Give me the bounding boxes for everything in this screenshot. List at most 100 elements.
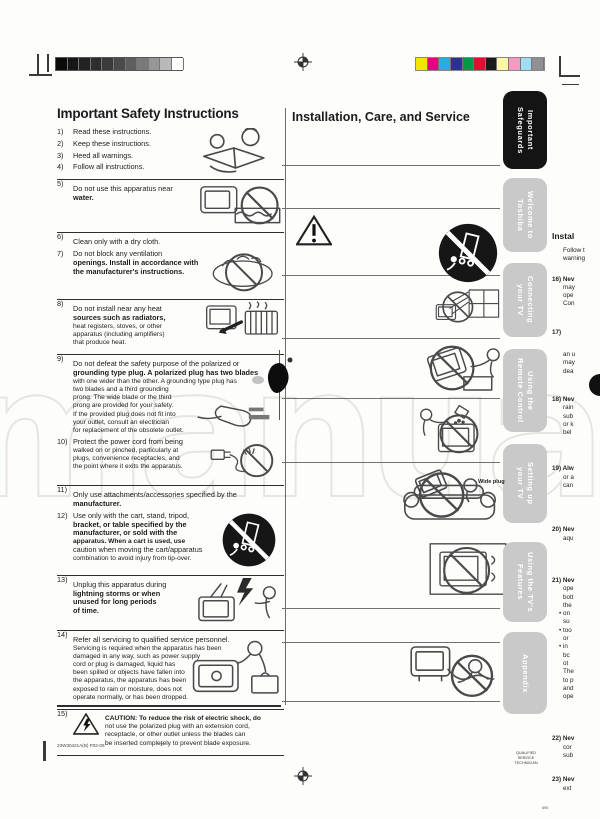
cart-tipover-prohibition-icon: [436, 222, 500, 284]
edge-line: or k: [563, 420, 574, 428]
instruction-line: that produce heat.: [73, 338, 127, 346]
item-number: 3): [57, 150, 64, 160]
edge-line: dea: [563, 367, 574, 375]
tab-setting-up-your-tv: Setting up your TV: [503, 444, 547, 523]
color-swatch: [450, 58, 463, 70]
edge-line: or a: [563, 473, 574, 481]
power-cord-hazard-icon: [408, 644, 504, 698]
instruction-text: Clean only with a dry cloth.: [73, 237, 284, 247]
instruction-line: of time.: [73, 606, 99, 616]
edge-line: the: [563, 601, 572, 609]
instruction-line: apparatus. When a cart is used, use: [73, 538, 186, 546]
instruction-line: Protect the power cord from being: [73, 437, 183, 447]
section-rule: [282, 165, 500, 166]
color-swatch: [485, 58, 498, 70]
caution-triangle-icon: [73, 712, 99, 736]
instruction-line: walked on or pinched, particularly at: [73, 447, 179, 454]
instruction-line: grounding type plug. A polarized plug ha…: [73, 367, 259, 377]
tab-label: Appendix: [521, 653, 530, 693]
edge-line: 20) Nev: [552, 526, 575, 534]
edge-line: • too: [559, 626, 572, 634]
wide-plug-label: Wide plug: [478, 479, 505, 485]
edge-line: or: [563, 635, 569, 643]
instruction-line: not use the polarized plug with an exten…: [105, 723, 250, 731]
section-rule: [282, 398, 500, 399]
edge-line: may: [563, 283, 575, 291]
section-rule: [282, 338, 500, 339]
edge-line: Con: [563, 300, 575, 308]
edge-line: can: [563, 482, 574, 490]
safety-instruction-item: 2) Keep these instructions.: [57, 138, 284, 149]
edge-line: aqu: [563, 534, 574, 542]
grayscale-swatch: [137, 58, 149, 70]
instruction-line: sources such as radiators,: [73, 312, 166, 322]
instruction-text: Do not defeat the safety purpose of the …: [73, 359, 284, 435]
edge-heading: Instal: [552, 231, 575, 241]
heat-source-icon: [204, 300, 284, 344]
instruction-text: Only use attachments/accessories specifi…: [73, 490, 284, 509]
edge-line: The: [563, 668, 574, 676]
grayscale-swatch: [125, 58, 138, 70]
footer-document-code: 23W30421A(B) P02-06: [57, 743, 105, 748]
avoid-sunlight-icon: [434, 280, 502, 334]
instruction-line: Keep these instructions.: [73, 138, 151, 148]
tab-label: Using the Remote Control: [516, 358, 535, 423]
grayscale-swatch: [113, 58, 126, 70]
item-number: 14): [57, 629, 68, 639]
tab-appendix: Appendix: [503, 632, 547, 714]
grayscale-swatch: [67, 58, 80, 70]
tab-connecting-your-tv: Connecting your TV: [503, 263, 547, 337]
instruction-line: combination to avoid injury from tip-ove…: [73, 555, 192, 563]
instruction-line: Do not defeat the safety purpose of the …: [73, 359, 240, 369]
instruction-line: apparatus (including amplifiers): [73, 330, 165, 338]
instruction-text: CAUTION: To reduce the risk of electric …: [73, 715, 284, 748]
liquid-spill-icon: [418, 398, 500, 460]
instruction-line: be inserted completely to prevent blade …: [105, 739, 251, 747]
divider-line: [57, 705, 281, 707]
item-number: 1): [57, 127, 64, 136]
edge-line: ope: [563, 693, 574, 701]
footer-page-number: 3: [160, 743, 163, 748]
item-number: 12): [57, 510, 68, 520]
section-rule: [282, 275, 500, 276]
instruction-line: Do not use this apparatus near: [73, 184, 173, 194]
section-rule: [282, 608, 500, 609]
grayscale-swatch: [102, 58, 114, 70]
registration-mark-icon: [294, 53, 312, 71]
color-swatch: [520, 58, 533, 70]
item-number: 9): [57, 354, 64, 364]
divider-line: [57, 754, 284, 756]
grayscale-swatch: [90, 58, 103, 70]
grayscale-swatch: [160, 58, 172, 70]
safety-instruction-item: 6)Clean only with a dry cloth.: [57, 232, 284, 247]
instruction-line: the point where it exits the apparatus.: [73, 463, 183, 471]
tab-label: Connecting your TV: [516, 276, 535, 324]
safety-instructions-list: 1)Read these instructions.2) Keep these i…: [57, 128, 284, 748]
edge-line: sub: [563, 412, 574, 420]
item-number: 10): [57, 437, 68, 447]
edge-paragraph: 17): [552, 329, 599, 337]
grayscale-swatch: [148, 58, 161, 70]
instruction-line: If the provided plug does not fit into: [73, 410, 176, 418]
crop-mark: [559, 75, 580, 77]
edge-line: 19) Alw: [552, 465, 574, 473]
safety-instruction-item: 1)Read these instructions.: [57, 128, 284, 137]
item-number: 2): [57, 138, 64, 148]
cart-tipover-prohibition-icon: [220, 512, 278, 568]
color-swatch: [439, 58, 451, 70]
page-title-left: Important Safety Instructions: [57, 106, 239, 121]
instruction-line: Clean only with a dry cloth.: [73, 237, 161, 247]
safety-instruction-item: 11)Only use attachments/accessories spec…: [57, 485, 284, 509]
edge-line: rain: [563, 404, 574, 412]
edge-line: bott: [563, 593, 574, 601]
edge-line: Follow t: [563, 247, 585, 254]
instruction-line: Do not install near any heat: [73, 303, 162, 313]
footer-corner-mark: 690: [542, 806, 549, 810]
